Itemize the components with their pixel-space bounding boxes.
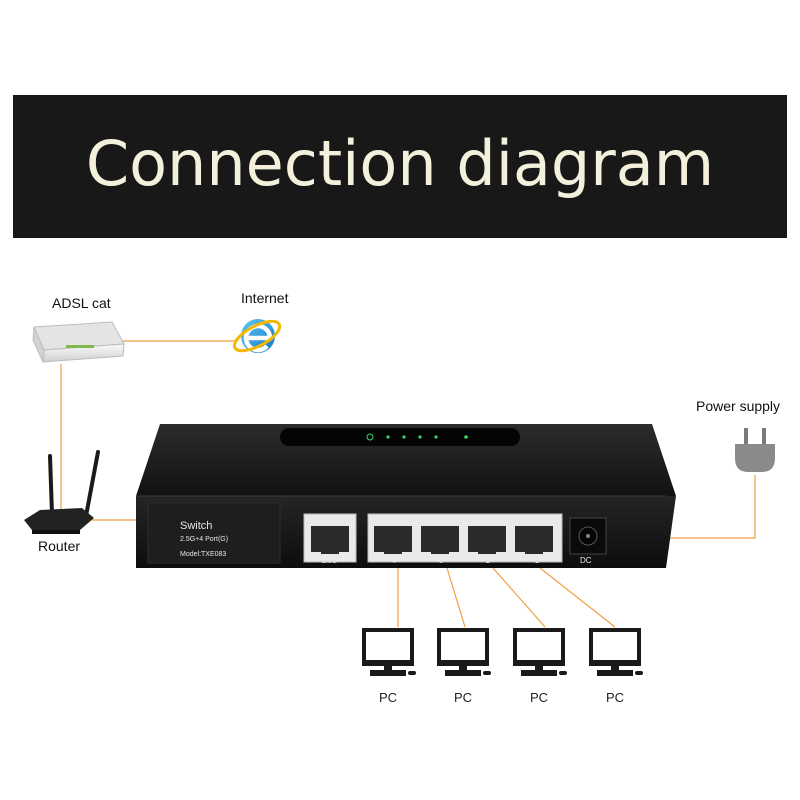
port3-pc2-link: [446, 567, 466, 628]
ports: [303, 513, 563, 563]
port-1: [515, 526, 553, 554]
power-plug-icon: [735, 428, 775, 472]
dc-jack: [569, 517, 607, 555]
port-3: [421, 526, 459, 554]
router: [24, 450, 100, 534]
switch-ports-desc: 2.5G+4 Port(G): [180, 536, 229, 543]
port-4: [374, 526, 412, 554]
port-label-4: 4: [392, 558, 396, 565]
pc-label-4: PC: [605, 690, 625, 705]
led-panel: [280, 428, 520, 446]
status-leds: [366, 433, 468, 441]
port2-pc3-link: [492, 567, 546, 628]
adsl-modem: [32, 321, 125, 364]
switch-model: Model:TXE083: [180, 551, 227, 558]
banner-title: Connection diagram: [85, 127, 715, 200]
modem-label: ADSL cat: [52, 295, 111, 311]
port-label-1: 1: [535, 558, 539, 565]
port-25g: [303, 513, 357, 563]
pc-4: [589, 628, 643, 676]
port-label-25g: 2.5G: [322, 558, 338, 565]
pc-label-2: PC: [453, 690, 473, 705]
pc-label-3: PC: [529, 690, 549, 705]
port1-pc4-link: [539, 567, 616, 628]
pc-2: [437, 628, 491, 676]
power-supply-label: Power supply: [696, 398, 781, 414]
dc-label: DC: [580, 556, 592, 565]
pc-3: [513, 628, 567, 676]
router-label: Router: [38, 538, 81, 554]
title-banner: Connection diagram: [13, 95, 787, 238]
pc-label-1: PC: [378, 690, 398, 705]
port-label-3: 3: [439, 558, 443, 565]
label-panel: [147, 502, 281, 564]
internet-icon: [232, 319, 282, 353]
pc-1: [362, 628, 416, 676]
switch-name: Switch: [180, 520, 213, 532]
network-switch: [136, 424, 676, 568]
port-2: [468, 526, 506, 554]
internet-label: Internet: [241, 290, 289, 306]
port-label-2: 2: [486, 558, 490, 565]
